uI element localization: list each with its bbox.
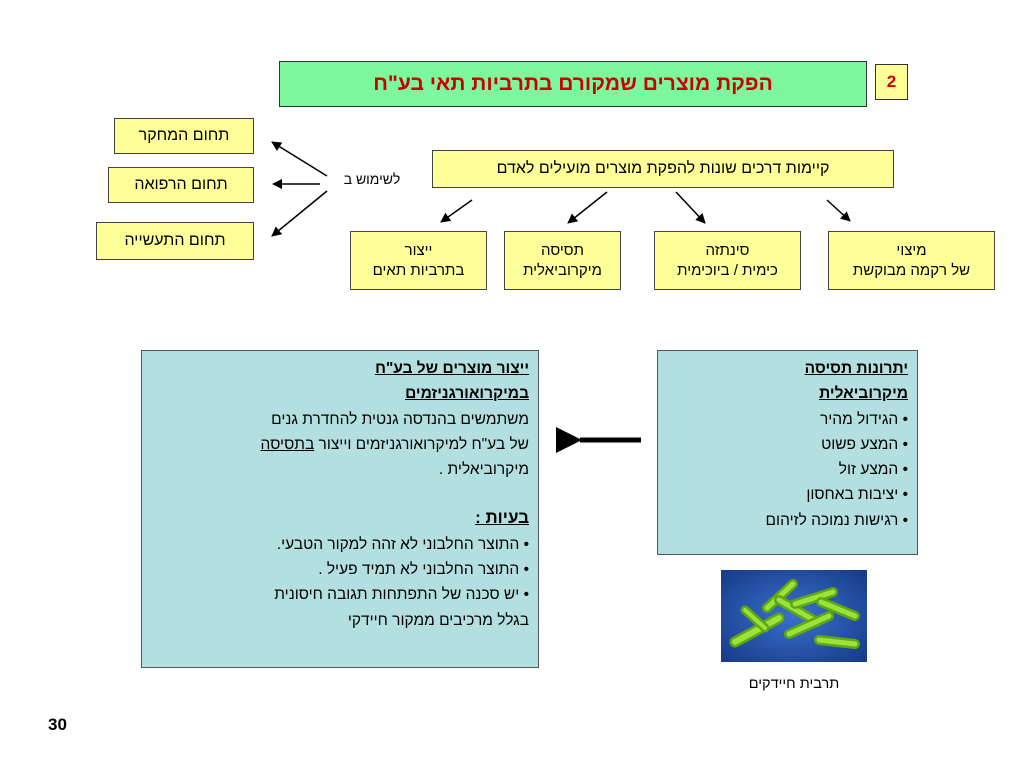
- advantages-panel: יתרונות תסיסה מיקרוביאלית הגידול מהיר המ…: [657, 350, 918, 555]
- advantages-heading-line1: יתרונות תסיסה: [804, 360, 908, 377]
- production-heading-line1: ייצור מוצרים של בע"ח: [375, 360, 529, 377]
- fermentation-underlined-word: בתסיסה: [260, 435, 315, 453]
- production-panel: ייצור מוצרים של בע"ח במיקרואורגניזמים מש…: [141, 350, 539, 668]
- slide-title: הפקת מוצרים שמקורם בתרביות תאי בע"ח: [279, 61, 867, 107]
- advantage-item: המצע פשוט: [667, 432, 908, 457]
- method-synthesis-line1: סינתזה: [705, 242, 750, 259]
- problem-item: התוצר החלבוני לא זהה למקור הטבעי.: [151, 532, 529, 557]
- slide-number-badge: 2: [875, 64, 908, 100]
- production-body-line2: של בע"ח למיקרואורגניזמים וייצור בתסיסה: [151, 432, 529, 457]
- field-industry-box: תחום התעשייה: [96, 222, 254, 260]
- arrow-to-cell-culture: [440, 199, 473, 223]
- problems-tail-line: בגלל מרכיבים ממקור חיידקי: [347, 611, 529, 629]
- production-body-line3: מיקרוביאלית .: [438, 461, 529, 478]
- method-extraction-line2: של רקמה מבוקשת: [852, 261, 971, 279]
- method-cell-culture-line2: בתרביות תאים: [372, 261, 465, 279]
- production-body-line1: משתמשים בהנדסה גנטית להחדרת גנים: [271, 410, 529, 428]
- method-cell-culture-box: ייצור בתרביות תאים: [350, 231, 487, 290]
- method-extraction-box: מיצוי של רקמה מבוקשת: [828, 231, 995, 290]
- image-caption: תרבית חיידקים: [748, 676, 840, 692]
- arrow-to-fermentation: [567, 191, 608, 224]
- arrow-to-industry: [271, 190, 328, 237]
- bacteria-illustration: [721, 570, 867, 662]
- arrow-to-extraction: [826, 199, 851, 222]
- method-synthesis-box: סינתזה כימית / ביוכימית: [654, 231, 801, 290]
- method-cell-culture-line1: ייצור: [404, 242, 433, 259]
- arrow-to-research: [271, 141, 328, 177]
- arrow-to-synthesis: [675, 191, 706, 224]
- method-extraction-line1: מיצוי: [896, 242, 927, 259]
- bacteria-culture-image: [721, 570, 867, 662]
- field-medicine-box: תחום הרפואה: [108, 167, 254, 203]
- advantages-heading-line2: מיקרוביאלית: [819, 385, 908, 403]
- advantage-item: המצע זול: [667, 457, 908, 482]
- field-research-box: תחום המחקר: [114, 118, 254, 154]
- problems-list: התוצר החלבוני לא זהה למקור הטבעי. התוצר …: [151, 532, 529, 608]
- advantage-item: יציבות באחסון: [667, 482, 908, 507]
- method-synthesis-line2: כימית / ביוכימית: [677, 261, 778, 279]
- production-heading-line2: במיקרואורגניזמים: [405, 385, 529, 403]
- production-body-line2-text: של בע"ח למיקרואורגניזמים וייצור: [314, 435, 529, 453]
- advantages-list: הגידול מהיר המצע פשוט המצע זול יציבות בא…: [667, 407, 908, 533]
- method-fermentation-line2: מיקרוביאלית: [523, 261, 602, 279]
- method-fermentation-box: תסיסה מיקרוביאלית: [504, 231, 621, 290]
- problem-item: יש סכנה של התפתחות תגובה חיסונית: [151, 582, 529, 607]
- page-number: 30: [48, 715, 67, 734]
- advantage-item: הגידול מהיר: [667, 407, 908, 432]
- problem-item: התוצר החלבוני לא תמיד פעיל .: [151, 557, 529, 582]
- method-fermentation-line1: תסיסה: [541, 242, 584, 259]
- methods-header-box: קיימות דרכים שונות להפקת מוצרים מועילים …: [432, 150, 894, 188]
- usage-label: לשימוש ב: [343, 171, 401, 187]
- advantage-item: רגישות נמוכה לזיהום: [667, 508, 908, 533]
- problems-heading: בעיות :: [475, 508, 529, 528]
